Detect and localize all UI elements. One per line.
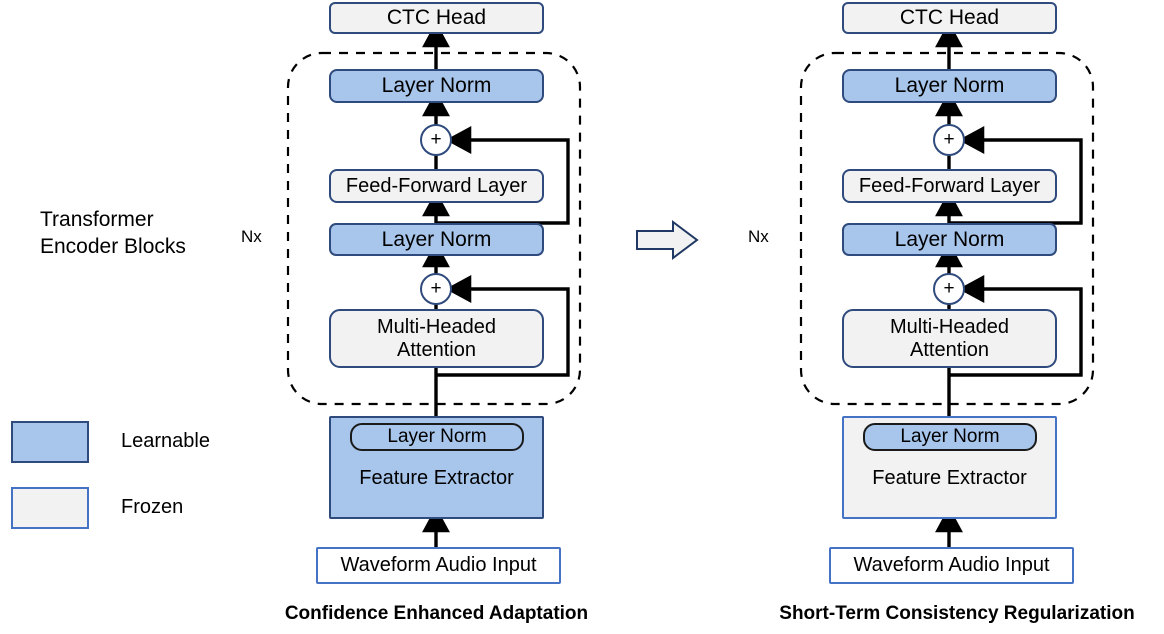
- node-attention-left[interactable]: [329, 309, 544, 368]
- node-ctc-head-right[interactable]: [842, 2, 1057, 34]
- transformer-blocks-label-line1: Transformer: [40, 208, 154, 231]
- node-add-top-left[interactable]: [420, 124, 452, 156]
- residual-bottom-left: [436, 275, 570, 377]
- caption-left: Confidence Enhanced Adaptation: [284, 603, 589, 624]
- node-mid-layer-norm-left[interactable]: [329, 223, 544, 256]
- transformer-blocks-label-line2: Encoder Blocks: [40, 235, 186, 258]
- legend-label-frozen: Frozen: [121, 496, 184, 518]
- node-feed-forward-right[interactable]: [842, 169, 1057, 203]
- legend-swatch-frozen: [11, 487, 89, 529]
- node-fe-layer-norm-left[interactable]: [350, 423, 524, 451]
- node-fe-layer-norm-right[interactable]: [863, 423, 1037, 451]
- nx-label-right: Nx: [748, 227, 769, 246]
- node-mid-layer-norm-right[interactable]: [842, 223, 1057, 256]
- node-add-top-right[interactable]: [933, 124, 965, 156]
- node-top-layer-norm-left[interactable]: [329, 69, 544, 103]
- node-ctc-head-left[interactable]: [329, 2, 544, 34]
- legend-label-learnable: Learnable: [121, 430, 210, 452]
- transition-arrow-icon: [636, 220, 699, 260]
- node-add-bottom-left[interactable]: [420, 273, 452, 305]
- nx-label-left: Nx: [241, 227, 262, 246]
- node-audio-input-left[interactable]: [316, 547, 561, 584]
- node-attention-right[interactable]: [842, 309, 1057, 368]
- panel-left: [286, 2, 582, 584]
- residual-bottom-right: [949, 275, 1083, 377]
- node-top-layer-norm-right[interactable]: [842, 69, 1057, 103]
- caption-right: Short-Term Consistency Regularization: [779, 603, 1135, 624]
- node-audio-input-right[interactable]: [829, 547, 1074, 584]
- node-feed-forward-left[interactable]: [329, 169, 544, 203]
- legend-swatch-learnable: [11, 421, 89, 463]
- panel-right: [799, 2, 1095, 584]
- node-add-bottom-right[interactable]: [933, 273, 965, 305]
